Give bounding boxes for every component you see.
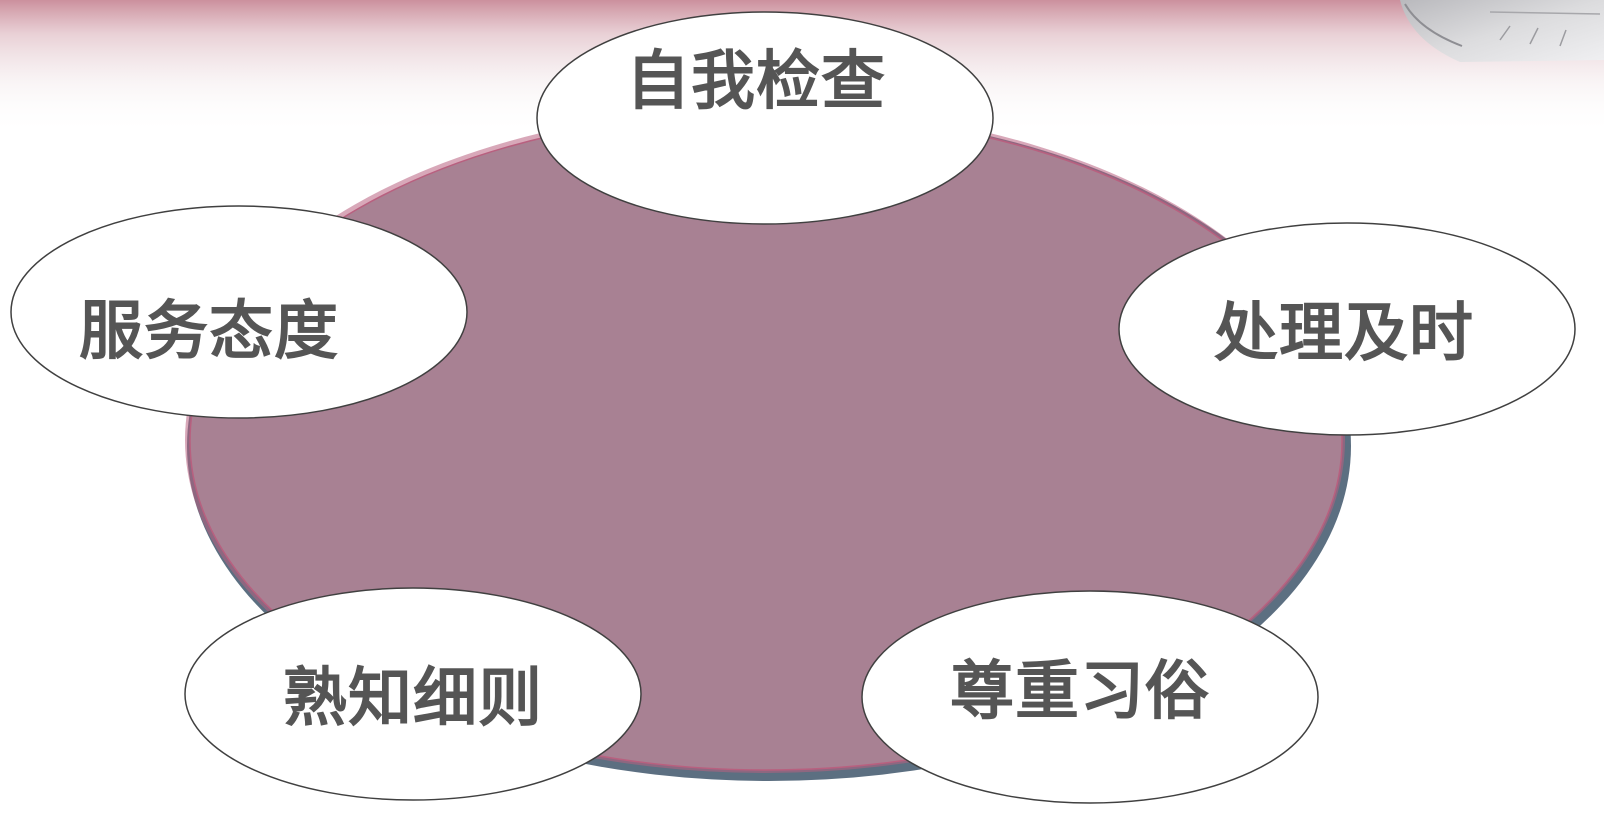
corner-decoration [1400,0,1604,62]
node-know-details: 熟知细则 [184,587,642,801]
node-ellipse-timely-handling [1118,222,1576,436]
node-ellipse-self-check [536,11,994,225]
node-label-self-check: 自我检查 [626,44,886,119]
node-ellipse-know-details [184,587,642,801]
node-service-attitude: 服务态度 [10,205,468,419]
node-label-timely-handling: 处理及时 [1214,296,1474,371]
node-timely-handling: 处理及时 [1118,222,1576,436]
node-label-respect-customs: 尊重习俗 [950,654,1210,729]
node-respect-customs: 尊重习俗 [861,590,1319,804]
node-ellipse-respect-customs [861,590,1319,804]
node-label-know-details: 熟知细则 [283,661,543,736]
node-self-check: 自我检查 [536,11,994,225]
node-ellipse-service-attitude [10,205,468,419]
node-label-service-attitude: 服务态度 [79,294,339,369]
